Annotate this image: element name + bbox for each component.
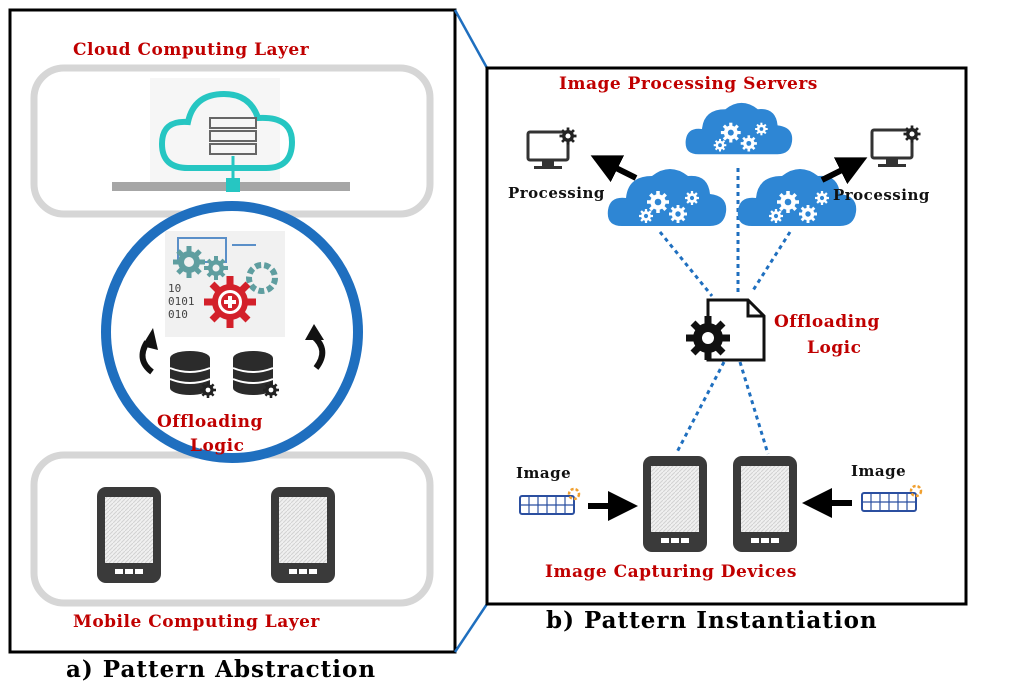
dotted-connectors [658,168,792,455]
svg-text:010: 010 [168,308,188,321]
tablet-icon [271,487,335,583]
tablet-icon [643,456,707,552]
database-icon [169,351,281,400]
cloud-layer-label: Cloud Computing Layer [73,40,310,60]
caption-b: b) Pattern Instantiation [546,607,878,634]
svg-text:0101: 0101 [168,295,195,308]
image-card-icon [860,484,923,513]
arrow-to-left-monitor [590,155,638,183]
zoom-line-bottom [453,603,489,653]
cloud-gears-icon [608,169,726,226]
devices-label: Image Capturing Devices [545,562,797,582]
offloading-label-b-2: Logic [807,338,862,358]
mobile-layer-box [30,451,434,607]
monitor-icon [872,126,921,168]
image-right-label: Image [851,462,907,480]
mobile-layer-label: Mobile Computing Layer [73,612,320,632]
servers-label: Image Processing Servers [559,74,818,94]
tablet-icon [97,487,161,583]
processing-left-label: Processing [508,184,605,202]
offloading-label-a-2: Logic [190,436,245,456]
svg-text:10: 10 [168,282,181,295]
offloading-label-a-1: Offloading [157,412,263,432]
caption-a: a) Pattern Abstraction [66,656,377,683]
processing-right-label: Processing [833,186,930,204]
cloud-server-icon [112,78,350,192]
zoom-line-top [453,9,489,69]
tablet-icon [733,456,797,552]
cloud-gears-icon [686,103,793,154]
image-left-label: Image [516,464,572,482]
gear-icon: 10 0101 010 [165,231,285,337]
monitor-icon [528,128,577,170]
panel-a-frame [8,8,457,654]
arrow-to-right-monitor [820,157,868,185]
offloading-label-b-1: Offloading [774,312,880,332]
document-gear-icon [686,298,766,362]
panel-b-frame [485,66,968,606]
image-card-icon [518,487,581,516]
